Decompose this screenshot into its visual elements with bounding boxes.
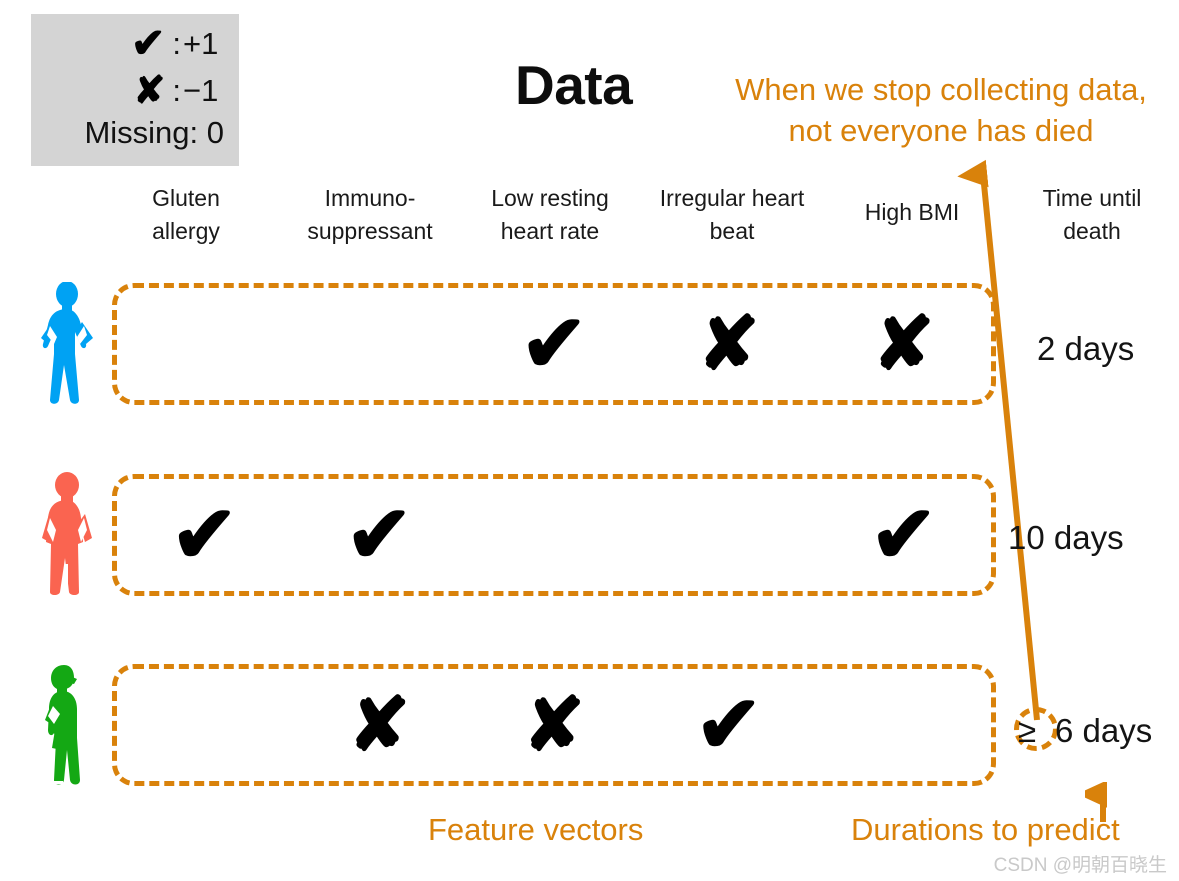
legend-check-value: +1: [183, 26, 219, 61]
column-header-line: suppressant: [307, 217, 433, 244]
feature-cell: [117, 669, 292, 781]
person-male-standing-icon: [30, 472, 104, 598]
feature-cell: [641, 479, 816, 591]
censoring-indicator-circle: [1014, 707, 1058, 751]
feature-cell: ✘: [816, 288, 991, 400]
column-header-line: High BMI: [864, 199, 960, 225]
feature-cell: ✘: [467, 669, 642, 781]
check-icon: ✔: [870, 490, 938, 579]
person-female-hands-on-hips-icon: [30, 282, 104, 408]
feature-cell: ✘: [641, 288, 816, 400]
x-icon: ✘: [872, 302, 935, 385]
feature-vector-row-3[interactable]: ✘ ✘ ✔: [112, 664, 996, 786]
column-header-immunosuppressant: Immuno- suppressant: [285, 182, 455, 247]
feature-cell: ✔: [467, 288, 642, 400]
annotation-censoring-note: When we stop collecting data, not everyo…: [735, 72, 1147, 148]
check-icon: ✔: [170, 490, 238, 579]
censor-prefix-row-3: ≥: [1018, 712, 1037, 749]
x-icon: ✘: [348, 683, 411, 766]
column-header-line: allergy: [152, 217, 220, 244]
feature-cell: ✘: [292, 669, 467, 781]
check-icon: ✔: [695, 680, 763, 769]
column-header-line: Low resting: [491, 185, 609, 211]
check-icon: ✔: [345, 490, 413, 579]
feature-cell: ✔: [816, 479, 991, 591]
column-header-line: Time until: [1042, 185, 1142, 211]
legend-row-x: ✘ : −1: [31, 67, 225, 114]
legend-x-separator: :: [172, 73, 181, 108]
feature-cell: ✔: [641, 669, 816, 781]
legend-box: ✔ : +1 ✘ : −1 Missing: 0: [31, 14, 239, 166]
feature-vector-row-2[interactable]: ✔ ✔ ✔: [112, 474, 996, 596]
check-icon: ✔: [520, 299, 588, 388]
watermark: CSDN @明朝百晓生: [993, 855, 1167, 876]
x-icon: ✘: [133, 69, 166, 112]
column-header-line: Irregular heart: [659, 185, 805, 211]
feature-vector-row-1[interactable]: ✔ ✘ ✘: [112, 283, 996, 405]
feature-cell: ✔: [292, 479, 467, 591]
legend-row-check: ✔ : +1: [31, 20, 225, 67]
column-header-line: Immuno-: [324, 185, 416, 211]
check-icon: ✔: [131, 20, 166, 66]
legend-check-separator: :: [172, 26, 181, 61]
label-feature-vectors: Feature vectors: [428, 812, 644, 847]
column-header-line: beat: [709, 217, 755, 244]
duration-value-row-2: 10 days: [1008, 519, 1124, 556]
column-header-low-resting-heart-rate: Low resting heart rate: [471, 182, 629, 247]
column-header-irregular-heart-beat: Irregular heart beat: [645, 182, 819, 247]
legend-missing-label: Missing: 0: [84, 115, 224, 150]
column-header-line: Gluten: [152, 185, 220, 211]
duration-value-row-3: 6 days: [1055, 712, 1153, 749]
column-header-time-until-death: Time until death: [1012, 182, 1172, 247]
column-header-line: death: [1063, 217, 1121, 244]
feature-cell: [292, 288, 467, 400]
column-header-line: heart rate: [500, 217, 600, 244]
feature-cell: [467, 479, 642, 591]
column-header-gluten-allergy: Gluten allergy: [110, 182, 262, 247]
person-female-profile-icon: [30, 662, 104, 788]
page-title: Data: [515, 54, 633, 116]
label-durations-to-predict: Durations to predict: [851, 812, 1120, 847]
feature-cell: [117, 288, 292, 400]
x-icon: ✘: [697, 302, 760, 385]
x-icon: ✘: [522, 683, 585, 766]
feature-cell: [816, 669, 991, 781]
column-header-high-bmi: High BMI: [836, 196, 988, 229]
feature-cell: ✔: [117, 479, 292, 591]
legend-x-value: −1: [183, 73, 219, 108]
duration-value-row-1: 2 days: [1037, 330, 1135, 367]
